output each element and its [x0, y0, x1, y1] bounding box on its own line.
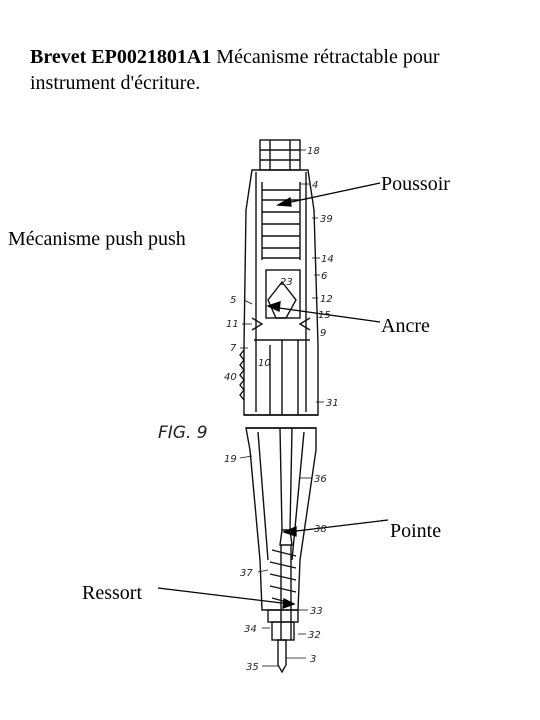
figure-label: FIG. 9 — [158, 423, 208, 443]
ref-37: 37 — [240, 568, 253, 579]
ref-36: 36 — [314, 474, 327, 485]
ref-7: 7 — [230, 343, 237, 354]
ref-3: 3 — [310, 654, 316, 665]
page-title: Brevet EP0021801A1 Mécanisme rétractable… — [30, 44, 520, 96]
ref-14: 14 — [321, 254, 334, 265]
ref-12: 12 — [320, 294, 333, 305]
ref-35: 35 — [246, 662, 259, 673]
pen-tip — [277, 639, 287, 674]
push-button-cap — [259, 139, 301, 171]
label-ressort: Ressort — [82, 582, 142, 604]
ref-34: 34 — [244, 624, 257, 635]
ref-10: 10 — [258, 358, 271, 369]
label-push-push: Mécanisme push push — [8, 228, 186, 250]
ref-15: 15 — [318, 310, 331, 321]
ref-23: 23 — [280, 277, 293, 288]
upper-barrel — [243, 169, 319, 416]
ref-38: 38 — [314, 524, 327, 535]
ref-19: 19 — [224, 454, 237, 465]
ref-6: 6 — [321, 271, 327, 282]
patent-description: Mécanisme rétractable pour instrument d'… — [30, 46, 440, 94]
ref-39: 39 — [320, 214, 333, 225]
ref-9: 9 — [320, 328, 326, 339]
label-ancre: Ancre — [381, 315, 430, 337]
spring — [269, 549, 297, 605]
label-pointe: Pointe — [390, 520, 442, 542]
ref-40: 40 — [224, 372, 237, 383]
ref-4: 4 — [312, 180, 318, 191]
ref-11: 11 — [226, 319, 239, 330]
ref-31: 31 — [326, 398, 339, 409]
patent-number: Brevet EP0021801A1 — [30, 46, 212, 68]
ref-18: 18 — [307, 146, 320, 157]
label-poussoir: Poussoir — [381, 173, 450, 195]
ref-33: 33 — [310, 606, 323, 617]
ref-32: 32 — [308, 630, 321, 641]
ref-5: 5 — [230, 295, 236, 306]
